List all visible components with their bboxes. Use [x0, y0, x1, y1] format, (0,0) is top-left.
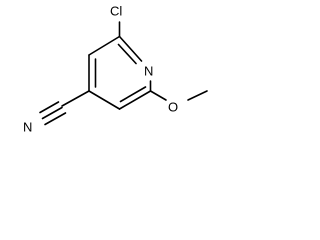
bond-c5-c6-inner [119, 86, 147, 103]
bond-o-methyl [187, 90, 208, 101]
pyridine-ring [88, 35, 152, 110]
substituent-bonds [39, 21, 208, 126]
chemical-structure-diagram: Cl N O N [23, 4, 208, 135]
bond-c4-c5 [88, 90, 121, 110]
bond-c6-o [149, 90, 167, 101]
oxygen-atom-label: O [168, 100, 178, 115]
bond-n1-c2-inner [117, 43, 137, 65]
nitrile-triple-bond-c [44, 112, 67, 126]
nitrile-triple-bond-a [39, 101, 60, 114]
bond-n1-c2 [118, 35, 143, 62]
nitrile-nitrogen-atom-label: N [23, 120, 32, 135]
ring-nitrogen-atom-label: N [144, 64, 153, 79]
bond-c5-c6 [118, 90, 152, 110]
nitrile-triple-bond-b [41, 106, 63, 120]
bond-c4-nitrile-c [61, 90, 90, 107]
bond-c2-c3 [88, 35, 121, 56]
chlorine-atom-label: Cl [110, 4, 122, 19]
